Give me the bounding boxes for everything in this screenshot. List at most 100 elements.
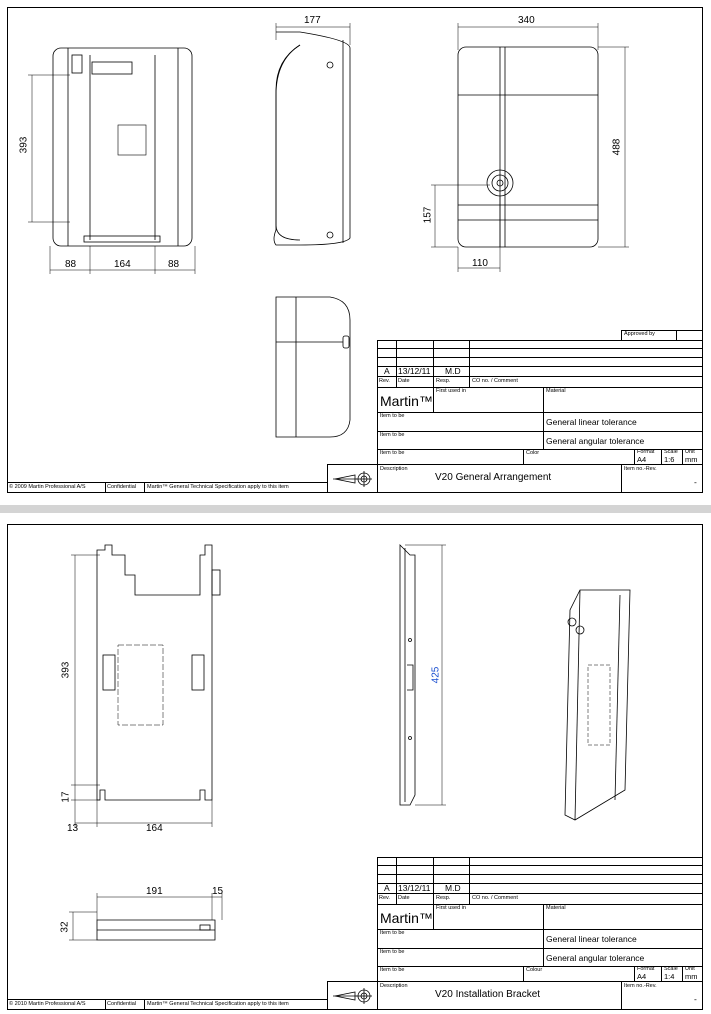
title-row-line [377,348,703,349]
title-row-line [377,449,703,450]
scale-value: 1:4 [664,972,675,981]
title-row-line [377,366,703,367]
dim-bottom-right: 15 [212,886,224,897]
title-row-line [377,412,703,413]
item-label-2: Item to be [380,432,405,438]
title-row-line [377,874,703,875]
date-value: 13/12/11 [398,366,431,376]
date-label: Date [398,895,410,901]
item-label-2: Item to be [380,949,405,955]
rev-label: Rev. [379,378,390,384]
front-view-dimensions [28,74,196,274]
copyright-text: © 2009 Martin Professional A/S [9,484,86,490]
page-separator-band [0,505,711,513]
brand-logo: Martin™ [380,393,433,409]
dim-bottom-width: 191 [146,886,163,897]
rear-view-drawing [457,46,599,248]
bracket-front-dimensions [71,554,213,827]
dim-front-left: 88 [65,259,77,270]
title-row-line [377,948,703,949]
color-col-line [523,966,524,981]
footer-divider [105,482,106,493]
drawing-description: V20 Installation Bracket [435,989,541,1000]
resp-label: Resp. [436,378,451,384]
footer-bar [7,482,328,493]
date-label: Date [398,378,410,384]
format-label: Format [637,449,655,455]
unit-value: mm [685,455,698,464]
dim-front-mid: 164 [114,259,131,270]
page-separator [0,500,711,516]
material-col-line [543,387,544,449]
angular-tolerance: General angular tolerance [546,436,645,446]
rev-value: A [384,883,390,893]
comment-col-line [469,857,470,904]
title-block [377,340,703,493]
brand-logo: Martin™ [380,910,433,926]
side-view-drawing [273,31,351,246]
third-angle-projection-icon [333,471,372,487]
projection-symbol-cell [327,981,378,1010]
title-row-line [377,376,703,377]
rev-col-line [396,340,397,387]
title-row-line [377,431,703,432]
comment-label: CO no. / Comment [472,895,518,901]
item-no-label: Item no.-Rev. [624,466,657,472]
rear-view-dimensions [431,23,629,272]
bracket-bottom-dimensions [69,893,223,941]
title-row-line [377,904,703,905]
material-col-line [543,904,544,966]
item-no-label: Item no.-Rev. [624,983,657,989]
rev-label: Rev. [379,895,390,901]
title-row-line [377,464,703,465]
front-view-drawing [52,47,193,247]
unit-value: mm [685,972,698,981]
drawing-description: V20 General Arrangement [435,472,552,483]
dim-side-height: 425 [430,666,442,684]
rev-value: A [384,366,390,376]
item-label-1: Item to be [380,930,405,936]
footer-divider [105,999,106,1010]
confidential-text: Confidential [107,484,137,490]
dim-rear-height: 488 [611,138,623,156]
title-row-line [377,357,703,358]
color-col-line [523,449,524,464]
title-block [377,857,703,1010]
unit-col-line [682,449,683,464]
item-no-col-line [621,981,622,1010]
angular-tolerance: General angular tolerance [546,953,645,963]
dim-rear-knob-height: 157 [422,206,434,224]
approved-divider [676,330,677,341]
first-used-label: First used in [436,388,466,394]
dim-rear-width: 340 [518,15,535,26]
title-row-line [377,929,703,930]
color-label: Colour [526,967,543,973]
format-label: Format [637,966,655,972]
footer-bar [7,999,328,1010]
item-no-value: - [694,477,697,487]
item-no-col-line [621,464,622,493]
dim-front-height: 393 [18,136,30,154]
format-value: A4 [637,972,647,981]
scale-col-line [661,966,662,981]
dim-side-depth: 177 [304,15,321,26]
rev-col-line [396,857,397,904]
footer-divider [144,999,145,1010]
resp-col-line [433,857,434,929]
bracket-isometric-drawing [564,589,631,821]
first-used-label: First used in [436,905,466,911]
scale-label: Scale [664,449,678,455]
dim-bracket-left: 13 [67,823,79,834]
scale-value: 1:6 [664,455,675,464]
unit-col-line [682,966,683,981]
third-angle-projection-icon [333,988,372,1004]
title-row-line [377,981,703,982]
resp-col-line [433,340,434,412]
linear-tolerance: General linear tolerance [546,417,637,427]
scale-label: Scale [664,966,678,972]
dim-bottom-height: 32 [59,921,71,933]
color-label: Color [526,450,540,456]
title-row-line [377,883,703,884]
description-label: Description [380,466,408,472]
resp-value: M.D [445,883,461,893]
